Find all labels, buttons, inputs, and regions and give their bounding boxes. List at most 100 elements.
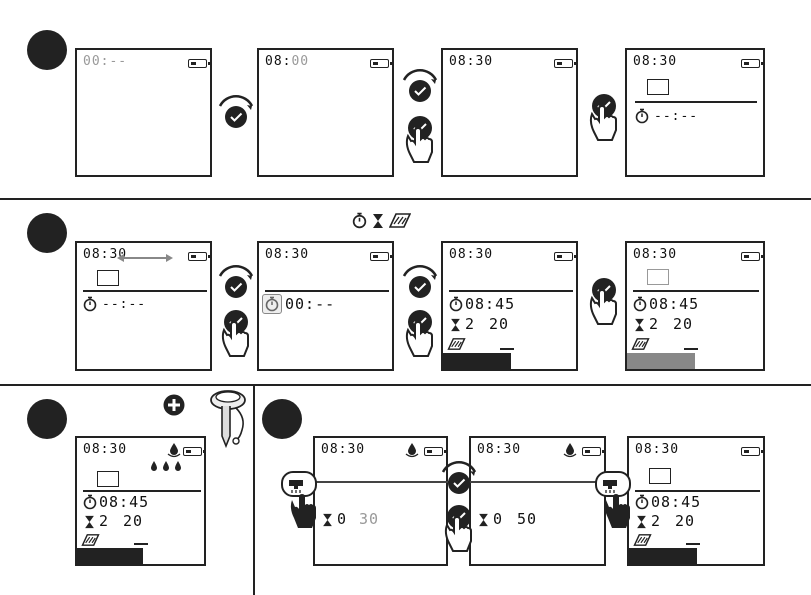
clock-time: 08:30 xyxy=(449,248,493,261)
lcd-screen-p1-4: 08:30 --:-- xyxy=(625,48,765,177)
rotate-dial-icon xyxy=(398,262,442,306)
status-bar xyxy=(627,353,695,369)
stopwatch-icon xyxy=(82,296,98,312)
start-time: 08:45 xyxy=(465,297,515,312)
rain-sensor-icon xyxy=(631,338,650,350)
battery-icon xyxy=(741,447,760,456)
faucet-press-hand-icon xyxy=(594,470,636,532)
press-button-hand-icon xyxy=(402,308,438,358)
rotate-dial-icon xyxy=(398,66,442,110)
stopwatch-icon xyxy=(634,108,650,124)
rain-sensor-icon xyxy=(389,213,411,228)
press-button-hand-icon xyxy=(441,503,477,553)
timer-value: --:-- xyxy=(102,298,146,311)
double-arrow-icon xyxy=(117,253,173,263)
clock-time: 08:30 xyxy=(321,443,365,456)
lcd-screen-p1-2: 08:00 xyxy=(257,48,394,177)
rain-sensor-icon xyxy=(81,534,100,546)
hourglass-icon xyxy=(450,318,461,332)
status-tick xyxy=(686,543,700,545)
clock-time: 08:30 xyxy=(633,54,677,69)
stopwatch-icon xyxy=(351,212,368,229)
rotate-dial-icon xyxy=(214,262,258,306)
rain-sensor-icon xyxy=(447,338,466,350)
hourglass-icon xyxy=(372,213,384,229)
lcd-screen-p2-3: 08:30 08:45 2 20 xyxy=(441,241,578,371)
clock-display: 08:30 xyxy=(449,55,493,68)
press-button-hand-icon xyxy=(586,276,622,326)
lcd-screen-p4-2: 08:30 0 50 xyxy=(469,436,606,566)
lcd-screen-p4-1: 08:30 0 30 xyxy=(313,436,448,566)
lcd-screen-p4-3: 08:30 08:45 2 20 xyxy=(627,436,765,566)
battery-icon xyxy=(183,447,202,456)
clock-display: 00:-- xyxy=(83,55,127,68)
battery-icon xyxy=(554,252,573,261)
day-box xyxy=(97,270,119,286)
duration-hours: 2 xyxy=(649,317,659,332)
duration-minutes: 20 xyxy=(675,514,695,529)
hourglass-icon xyxy=(634,318,645,332)
clock-display: 08:30 xyxy=(633,55,677,68)
clock-time: 08:30 xyxy=(265,248,309,261)
rain-sensor-icon xyxy=(633,534,652,546)
clock-blinking: 00 xyxy=(291,54,309,69)
step-marker-3 xyxy=(27,399,67,439)
battery-icon xyxy=(424,447,443,456)
duration-hours: 2 xyxy=(651,514,661,529)
hourglass-icon xyxy=(636,515,647,529)
step-marker-1 xyxy=(27,30,67,70)
battery-icon xyxy=(554,59,573,68)
separator-line xyxy=(635,101,757,103)
clock-hours: 08: xyxy=(265,54,291,69)
status-bar xyxy=(443,353,511,369)
separator-line xyxy=(265,290,389,292)
section-divider-1 xyxy=(0,198,811,200)
lcd-screen-p1-1: 00:-- xyxy=(75,48,212,177)
water-drops-icon xyxy=(149,460,183,472)
water-drop-icon xyxy=(563,442,577,458)
status-tick xyxy=(500,348,514,350)
press-button-hand-icon xyxy=(402,114,438,164)
clock-time: 08:30 xyxy=(449,54,493,69)
step-marker-2 xyxy=(27,213,67,253)
timer-value: --:-- xyxy=(654,110,698,123)
battery-icon xyxy=(188,252,207,261)
stopwatch-icon xyxy=(448,296,464,312)
start-time: 08:45 xyxy=(99,495,149,510)
status-bar xyxy=(629,548,697,564)
day-box xyxy=(649,468,671,484)
status-tick xyxy=(134,543,148,545)
duration-minutes: 50 xyxy=(517,512,537,527)
start-time: 08:45 xyxy=(649,297,699,312)
stopwatch-icon xyxy=(264,296,280,312)
faucet-press-hand-icon xyxy=(280,470,322,532)
rotate-dial-icon xyxy=(437,458,481,502)
press-button-hand-icon xyxy=(218,308,254,358)
lcd-screen-p1-3: 08:30 xyxy=(441,48,578,177)
section-divider-2 xyxy=(0,384,811,386)
separator-line xyxy=(83,490,201,492)
clock-time: 08:30 xyxy=(83,443,127,456)
start-time: 08:45 xyxy=(651,495,701,510)
timer-value: 00:-- xyxy=(285,297,335,312)
duration-minutes: 20 xyxy=(489,317,509,332)
press-button-hand-icon xyxy=(586,92,622,142)
lcd-screen-p3: 08:30 08:45 2 20 xyxy=(75,436,206,566)
duration-hours: 2 xyxy=(99,514,109,529)
duration-minutes: 20 xyxy=(123,514,143,529)
stopwatch-icon xyxy=(632,296,648,312)
separator-line xyxy=(449,290,573,292)
section-divider-vertical xyxy=(253,384,255,595)
clock-time: 08:30 xyxy=(633,248,677,261)
add-plus-icon xyxy=(163,394,185,416)
lcd-screen-p2-2: 08:30 00:-- xyxy=(257,241,394,371)
battery-icon xyxy=(741,59,760,68)
duration-minutes: 20 xyxy=(673,317,693,332)
duration-minutes: 30 xyxy=(359,512,379,527)
duration-hours: 2 xyxy=(465,317,475,332)
hourglass-icon xyxy=(84,515,95,529)
battery-icon xyxy=(582,447,601,456)
separator-line xyxy=(83,290,207,292)
water-drop-icon xyxy=(405,442,419,458)
duration-hours: 0 xyxy=(337,512,347,527)
